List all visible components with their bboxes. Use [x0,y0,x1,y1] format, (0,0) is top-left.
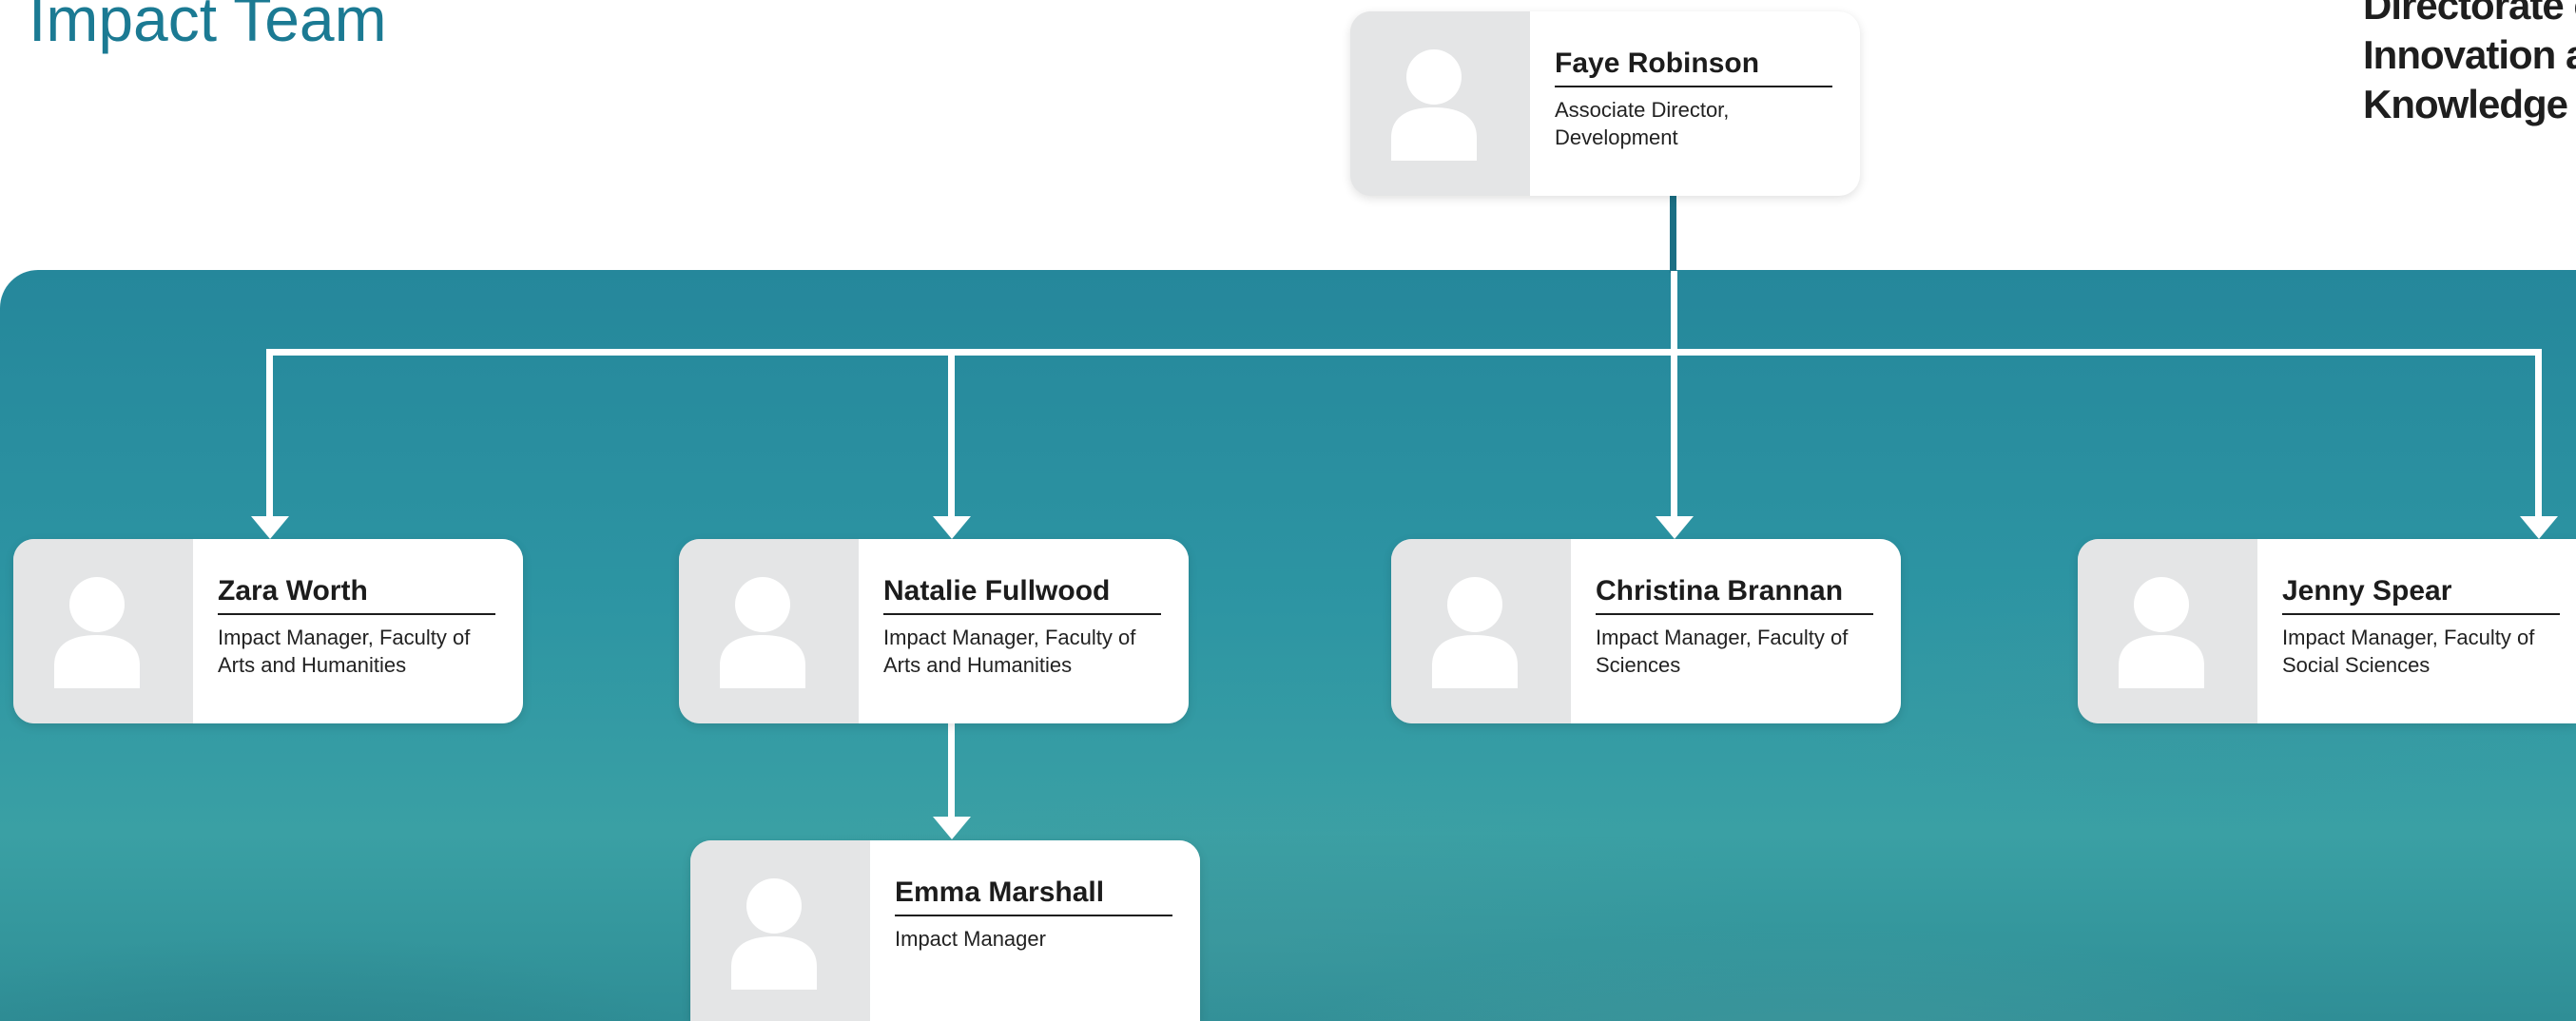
person-role: Impact Manager, Faculty of Arts and Huma… [883,626,1136,677]
directorate-title-line-1: Directorate of [2363,0,2576,28]
person-silhouette-icon [720,577,805,688]
connector-drop-jenny [2535,352,2542,524]
arrow-down-icon [251,516,289,539]
person-role: Impact Manager, Faculty of Social Scienc… [2282,626,2535,677]
avatar [2078,539,2244,723]
person-silhouette-icon [54,577,140,688]
avatar [1391,539,1558,723]
connector-drop-emma [948,719,955,823]
person-silhouette-icon [1432,577,1518,688]
person-info: Jenny Spear Impact Manager, Faculty of S… [2257,539,2576,723]
directorate-title: Directorate of Innovation a Knowledge [2363,0,2576,129]
person-silhouette-icon [731,878,817,990]
connector-drop-zara [266,352,273,524]
arrow-down-icon [1656,516,1694,539]
person-name: Emma Marshall [895,877,1172,916]
person-name: Natalie Fullwood [883,575,1161,615]
avatar [679,539,845,723]
person-card-faye-robinson: Faye Robinson Associate Director, Develo… [1350,11,1860,196]
person-name: Zara Worth [218,575,495,615]
connector-drop-natalie [948,352,955,524]
person-card-christina-brannan: Christina Brannan Impact Manager, Facult… [1391,539,1901,723]
page-title: Impact Team [29,0,387,54]
connector-drop-christina [1671,352,1677,524]
person-card-jenny-spear: Jenny Spear Impact Manager, Faculty of S… [2078,539,2576,723]
person-card-zara-worth: Zara Worth Impact Manager, Faculty of Ar… [13,539,523,723]
connector-horizontal-bus [266,349,2542,356]
person-info: Emma Marshall Impact Manager [870,840,1200,1021]
person-role: Impact Manager [895,927,1046,951]
person-silhouette-icon [2119,577,2204,688]
person-role: Impact Manager, Faculty of Sciences [1596,626,1849,677]
person-info: Zara Worth Impact Manager, Faculty of Ar… [193,539,523,723]
person-card-natalie-fullwood: Natalie Fullwood Impact Manager, Faculty… [679,539,1189,723]
arrow-down-icon [2520,516,2558,539]
avatar [13,539,180,723]
person-info: Natalie Fullwood Impact Manager, Faculty… [859,539,1189,723]
arrow-down-icon [933,516,971,539]
person-info: Christina Brannan Impact Manager, Facult… [1571,539,1901,723]
person-role: Associate Director, Development [1555,98,1730,149]
arrow-down-icon [933,817,971,839]
avatar [1350,11,1517,196]
person-silhouette-icon [1391,49,1477,161]
person-name: Jenny Spear [2282,575,2560,615]
connector-root-stem-band [1671,271,1677,356]
connector-root-stem [1670,195,1676,273]
directorate-title-line-2: Innovation a [2363,32,2576,77]
person-info: Faye Robinson Associate Director, Develo… [1530,11,1860,196]
person-name: Christina Brannan [1596,575,1873,615]
directorate-title-line-3: Knowledge [2363,82,2568,126]
person-name: Faye Robinson [1555,48,1832,87]
person-role: Impact Manager, Faculty of Arts and Huma… [218,626,471,677]
avatar [690,840,857,1021]
person-card-emma-marshall: Emma Marshall Impact Manager [690,840,1200,1021]
